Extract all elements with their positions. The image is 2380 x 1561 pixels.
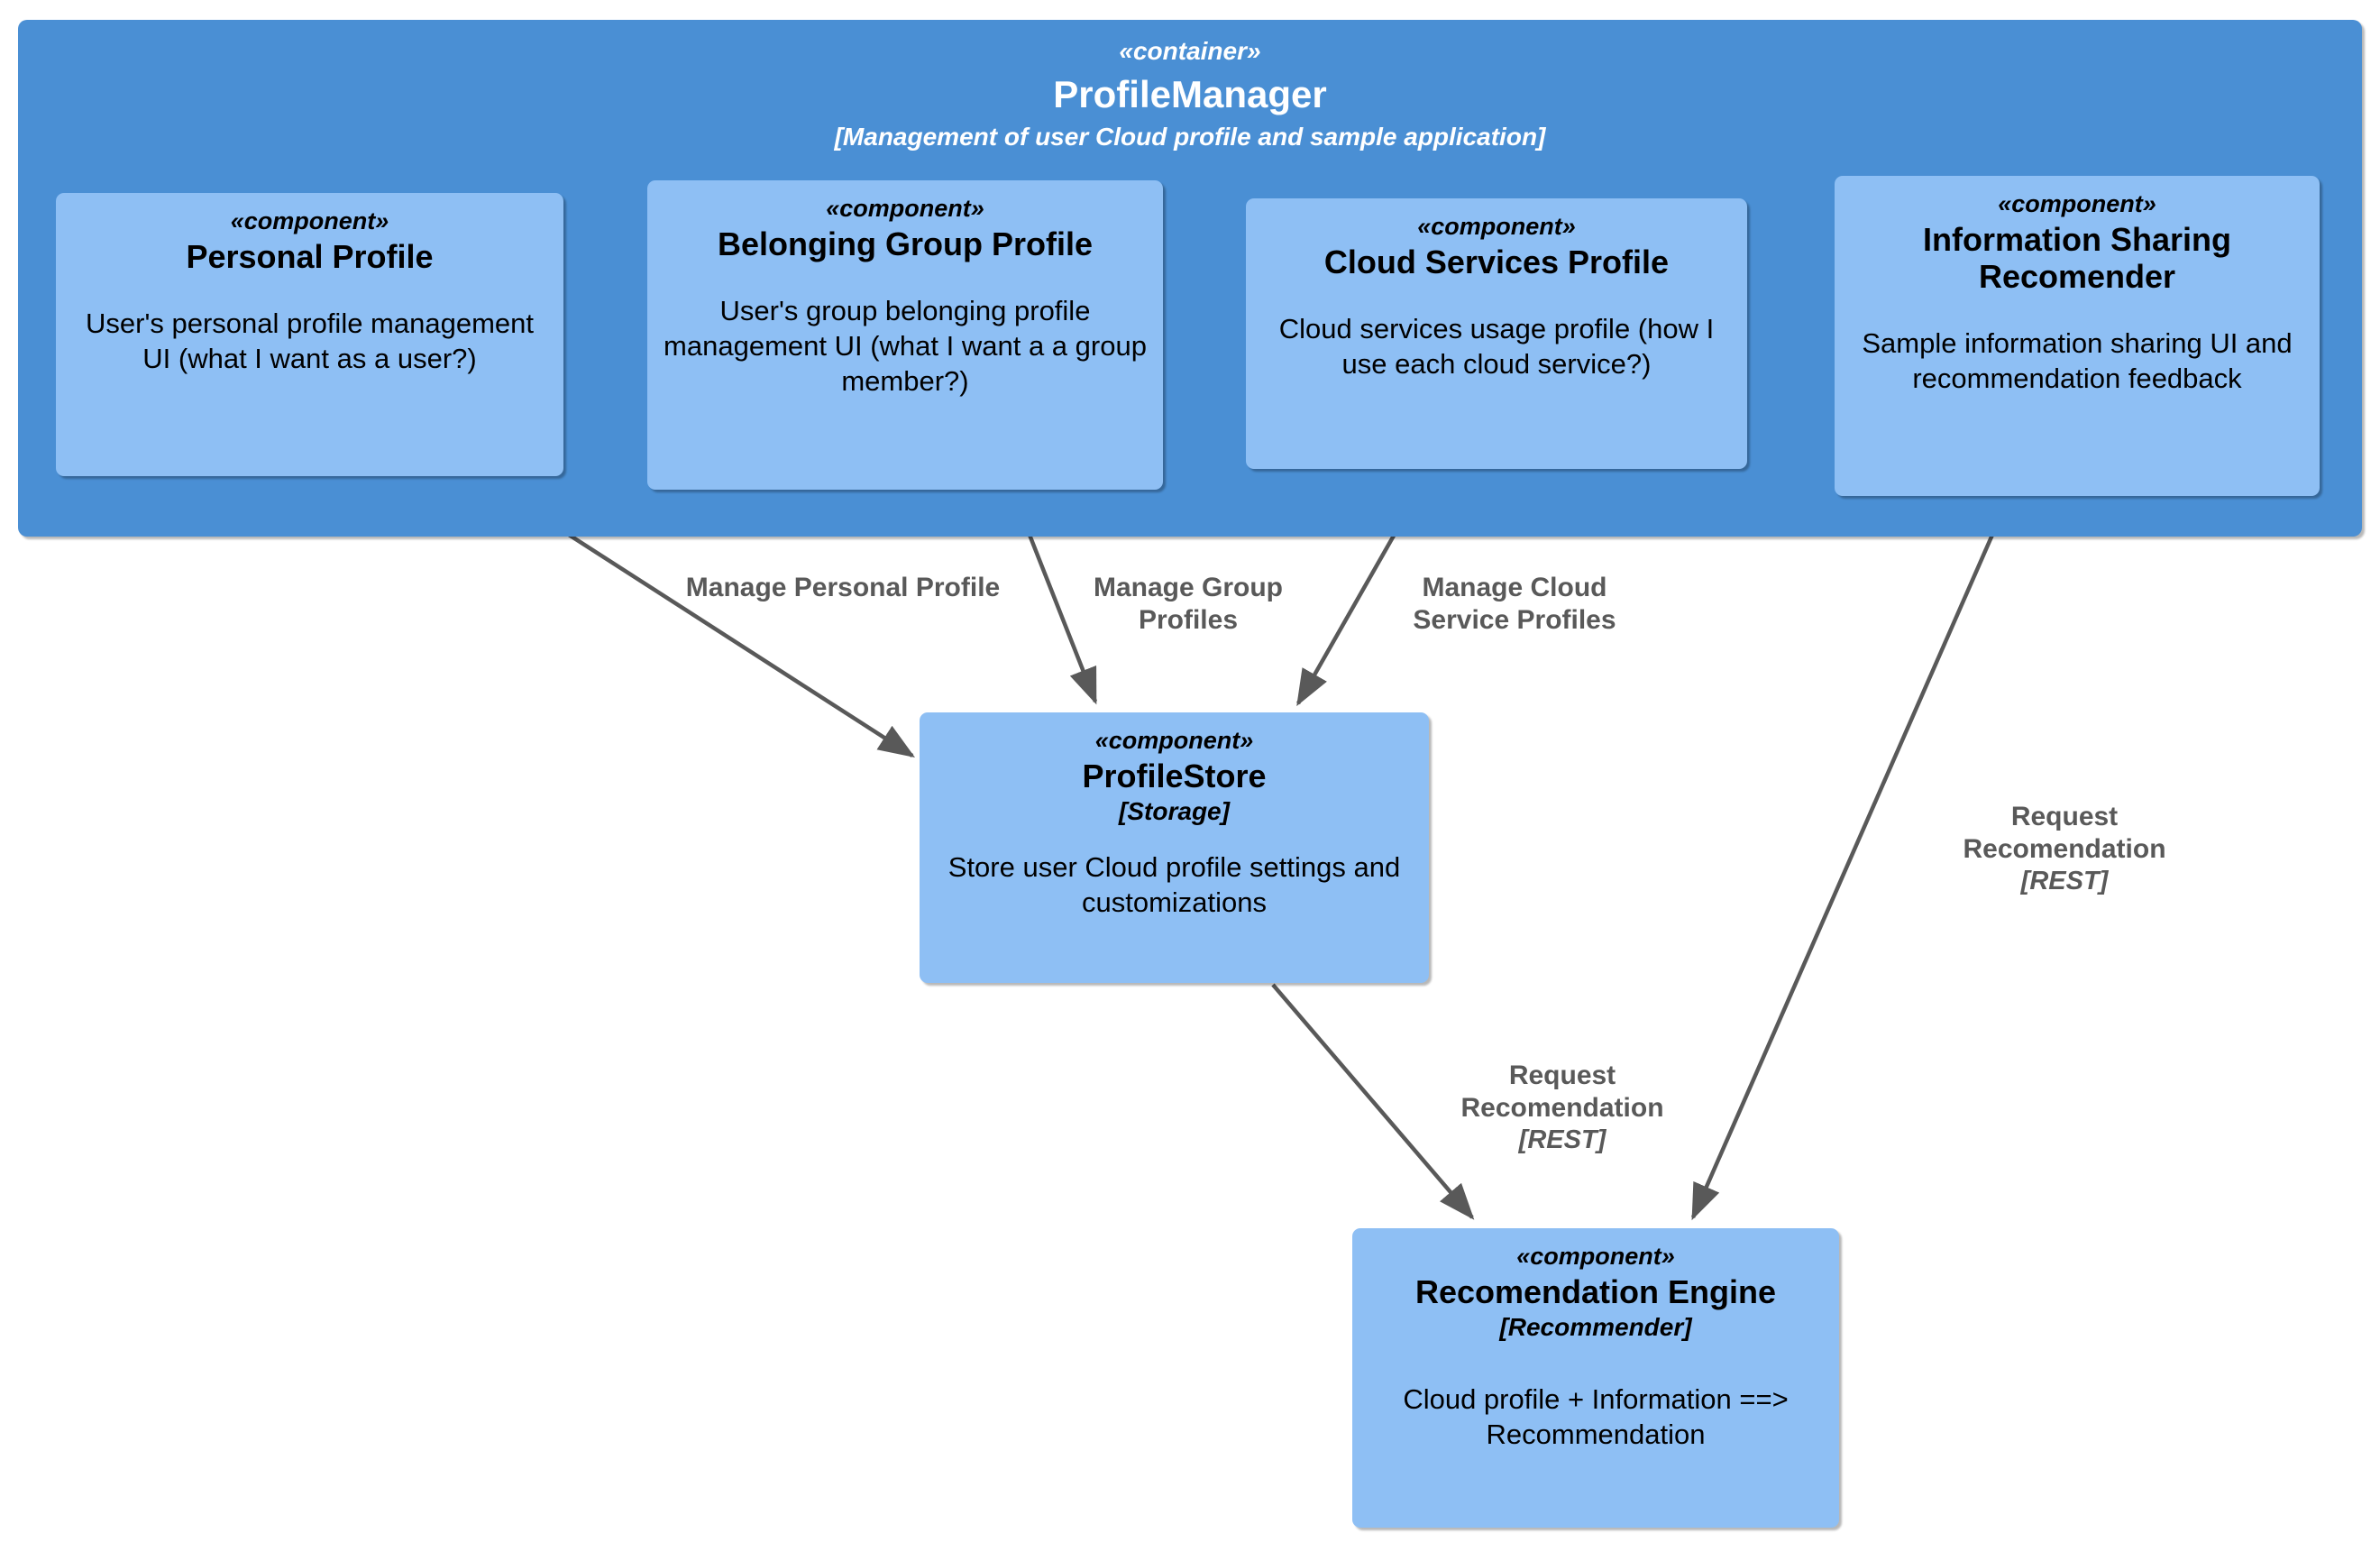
component-description: Cloud profile + Information ==> Recommen…: [1403, 1382, 1789, 1450]
component-name: Cloud Services Profile: [1323, 243, 1670, 280]
component-name: Recomendation Engine: [1414, 1272, 1777, 1310]
component-profile-store[interactable]: «component» ProfileStore [Storage] Store…: [920, 712, 1429, 983]
component-name: Personal Profile: [186, 237, 434, 275]
container-name: ProfileManager: [1053, 72, 1327, 115]
component-stereotype: «component»: [1516, 1243, 1675, 1270]
edge-label-request-recomendation-right: Request Recomendation [REST]: [1911, 801, 2218, 897]
component-description: User's group belonging profile managemen…: [664, 294, 1147, 397]
edge-label-technology: [REST]: [2020, 867, 2109, 895]
edge-label-manage-cloud-service-profiles: Manage Cloud Service Profiles: [1370, 572, 1659, 637]
component-stereotype: «component»: [230, 207, 389, 234]
edge-label-request-recomendation-left: Request Recomendation [REST]: [1414, 1060, 1711, 1156]
component-information-sharing-recomender[interactable]: «component» Information Sharing Recomend…: [1835, 176, 2320, 496]
container-header: «container» ProfileManager [Management o…: [18, 36, 2362, 153]
container-stereotype: «container»: [1119, 37, 1261, 65]
container-technology: [Management of user Cloud profile and sa…: [834, 122, 1546, 151]
component-stereotype: «component»: [1094, 727, 1254, 754]
component-stereotype: «component»: [1998, 190, 2156, 217]
component-name: Belonging Group Profile: [718, 225, 1093, 262]
component-description: Store user Cloud profile settings and cu…: [947, 850, 1401, 918]
edge-label-text: Manage Personal Profile: [685, 573, 1001, 602]
component-stereotype: «component»: [1417, 213, 1576, 240]
component-recomendation-engine[interactable]: «component» Recomendation Engine [Recomm…: [1352, 1228, 1839, 1528]
component-personal-profile[interactable]: «component» Personal Profile User's pers…: [56, 193, 563, 476]
component-description: Cloud services usage profile (how I use …: [1278, 312, 1715, 380]
edge-label-text: Request Recomendation: [1460, 1061, 1664, 1123]
component-cloud-services-profile[interactable]: «component» Cloud Services Profile Cloud…: [1246, 198, 1747, 469]
edge-label-text: Manage Cloud Service Profiles: [1413, 573, 1616, 635]
component-technology: [Storage]: [1119, 796, 1230, 825]
component-stereotype: «component»: [826, 195, 984, 222]
edge-label-technology: [REST]: [1518, 1125, 1606, 1154]
component-name: Information Sharing Recomender: [1923, 220, 2231, 295]
edge-label-manage-group-profiles: Manage Group Profiles: [1053, 572, 1323, 637]
component-technology: [Recommender]: [1499, 1312, 1692, 1341]
edge-label-text: Request Recomendation: [1963, 802, 2166, 864]
component-belonging-group-profile[interactable]: «component» Belonging Group Profile User…: [647, 180, 1163, 490]
component-description: Sample information sharing UI and recomm…: [1862, 326, 2293, 394]
edge-label-text: Manage Group Profiles: [1093, 573, 1283, 635]
edge-label-manage-personal-profile: Manage Personal Profile: [685, 572, 1001, 604]
component-name: ProfileStore: [1082, 757, 1267, 794]
component-description: User's personal profile management UI (w…: [86, 307, 534, 374]
